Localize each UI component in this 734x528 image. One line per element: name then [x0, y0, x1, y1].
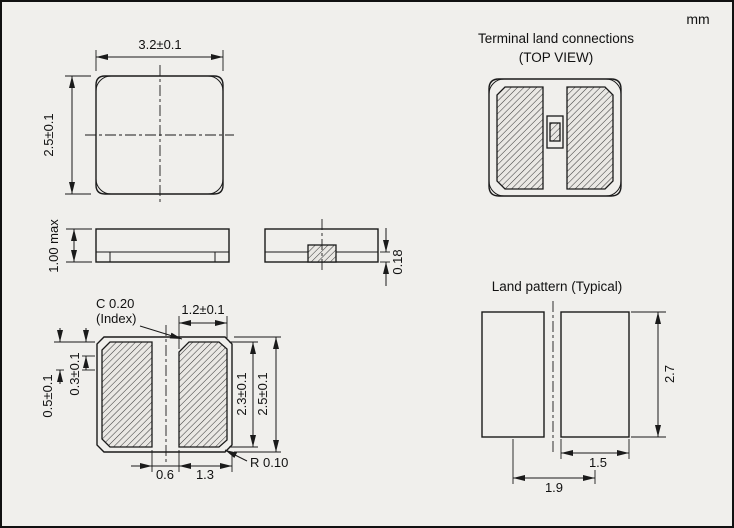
- dimension-pad-length: 2.3±0.1: [229, 341, 258, 448]
- dimension-text-body-height: 2.5±0.1: [41, 113, 56, 156]
- dimension-text-land-width: 1.5: [589, 455, 607, 470]
- dimension-text-land-pitch: 1.9: [545, 480, 563, 495]
- leader-arrow: [224, 449, 248, 462]
- dimension-notch-small: 0.3±0.1: [54, 328, 95, 396]
- leader-arrow: [139, 325, 183, 340]
- package-bottom-view: 1.2±0.1 C 0.20 (Index) 0.3±0.1 0.5±0.1 2…: [40, 296, 288, 482]
- index-chamfer-callout: C 0.20 (Index): [96, 296, 183, 340]
- dimension-body-height: 2.5±0.1: [41, 75, 91, 195]
- corner-castellation-bottom-left: [95, 178, 112, 195]
- package-body-outline: [488, 78, 622, 197]
- dimension-land-width: 1.5: [560, 439, 630, 470]
- crystal-mount-pad: [549, 122, 561, 142]
- dimension-terminal-thickness: 0.18: [380, 228, 405, 286]
- dimension-pad-width-top: 1.2±0.1: [178, 302, 228, 349]
- left-terminal-pad: [101, 341, 153, 448]
- dimension-text-pad-width-top: 1.2±0.1: [181, 302, 224, 317]
- dimension-text-pad-width-bottom: 1.3: [196, 467, 214, 482]
- corner-castellation-top-right: [207, 75, 224, 92]
- dimension-text-notch-small: 0.3±0.1: [67, 352, 82, 395]
- terminal-land-title: Terminal land connections: [478, 31, 634, 46]
- land-pattern-view: Land pattern (Typical) 2.7 1.5 1.9: [481, 279, 677, 495]
- chamfer-label: C 0.20: [96, 296, 134, 311]
- dimension-land-pitch: 1.9: [512, 439, 596, 495]
- corner-castellation-top-left: [95, 75, 112, 92]
- dimension-text-land-height: 2.7: [662, 365, 677, 383]
- dimension-text-notch-large: 0.5±0.1: [40, 374, 55, 417]
- dimension-notch-large: 0.5±0.1: [40, 328, 95, 418]
- package-body-outline: [95, 75, 224, 195]
- corner-castellation-bottom-right: [207, 178, 224, 195]
- dimension-text-max-height: 1.00 max: [46, 219, 61, 273]
- units-label: mm: [686, 11, 709, 27]
- corner-castellation-top-right: [605, 78, 622, 95]
- dimension-text-pad-gap: 0.6: [156, 467, 174, 482]
- land-pattern-title: Land pattern (Typical): [492, 279, 623, 294]
- radius-label: R 0.10: [250, 455, 288, 470]
- terminal-land-subtitle: (TOP VIEW): [519, 50, 594, 65]
- dimension-text-pad-length: 2.3±0.1: [234, 372, 249, 415]
- index-label: (Index): [96, 311, 136, 326]
- dimension-text-body-length: 2.5±0.1: [255, 372, 270, 415]
- side-body-outline: [95, 228, 230, 263]
- right-land-pad: [560, 311, 630, 438]
- radius-callout: R 0.10: [224, 449, 288, 470]
- package-top-view: 3.2±0.1 2.5±0.1: [41, 37, 234, 205]
- terminal-land-view: Terminal land connections (TOP VIEW): [478, 31, 634, 197]
- dimension-body-width: 3.2±0.1: [95, 37, 224, 71]
- dimension-text-body-width: 3.2±0.1: [138, 37, 181, 52]
- corner-castellation-top-left: [488, 78, 505, 95]
- dimension-text-terminal-thickness: 0.18: [390, 249, 405, 274]
- side-view-front: 1.00 max: [46, 219, 230, 273]
- dimension-land-height: 2.7: [631, 311, 677, 438]
- corner-castellation-bottom-left: [488, 180, 505, 197]
- dimension-max-height: 1.00 max: [46, 219, 92, 273]
- right-terminal-land: [566, 86, 614, 190]
- left-terminal-land: [496, 86, 544, 190]
- side-view-end: 0.18: [264, 219, 405, 286]
- corner-castellation-bottom-right: [605, 180, 622, 197]
- dimension-gap-and-pad-width: 0.6 1.3: [131, 450, 233, 482]
- right-terminal-pad: [178, 341, 228, 448]
- left-land-pad: [481, 311, 545, 438]
- dimension-body-length: 2.5±0.1: [234, 336, 281, 453]
